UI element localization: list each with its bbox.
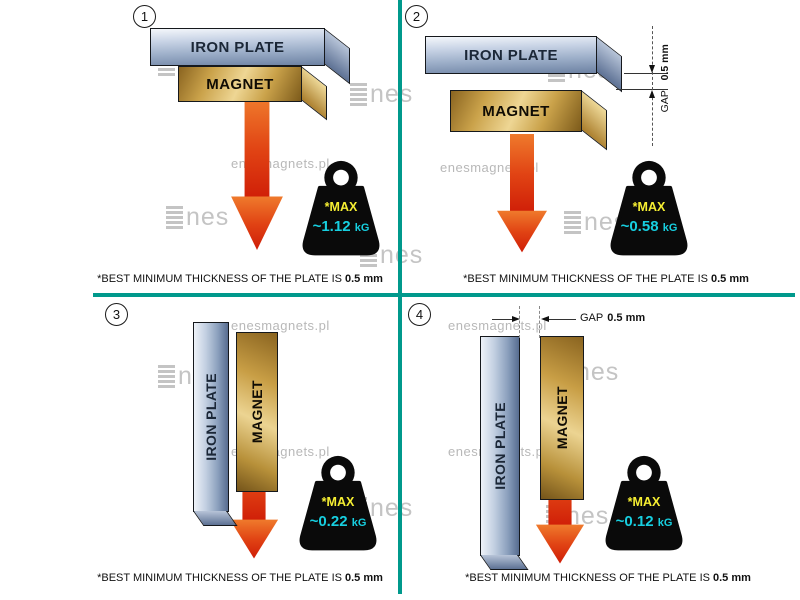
iron-plate-label: IRON PLATE	[492, 402, 508, 490]
panel-3: 3 enesmagnets.pl nes enesmagnets.pl nes …	[0, 298, 412, 600]
caption-text: *BEST MINIMUM THICKNESS OF THE PLATE IS	[97, 273, 342, 285]
enes-logo-watermark: nes	[166, 205, 229, 230]
enes-logo-lines	[564, 211, 581, 234]
enes-logo-lines	[158, 365, 175, 388]
max-pull-weight: *MAX ~0.12 kG	[603, 455, 685, 555]
gap-extension-line-left	[519, 306, 520, 338]
panel-1: 1 nes enesmagnets.pl nes nes nes IRON PL…	[0, 0, 422, 293]
weight-value: ~0.22 kG	[297, 513, 379, 530]
weight-number: ~0.58	[620, 218, 659, 235]
caption-bold-value: 0.5 mm	[344, 572, 383, 584]
caption-bold-value: 0.5 mm	[710, 273, 749, 285]
magnet: MAGNET	[178, 65, 327, 120]
weight-max-label: *MAX	[632, 200, 666, 214]
panel-number: 3	[105, 303, 128, 326]
gap-value: 0.5 mm	[659, 44, 671, 81]
magnet-label: MAGNET	[482, 102, 550, 120]
magnet-side-face	[581, 89, 607, 150]
weight-unit: kG	[351, 517, 367, 529]
max-pull-weight: *MAX ~0.22 kG	[297, 455, 379, 555]
gap-extension-line-bottom	[616, 89, 668, 90]
magnet-label: MAGNET	[554, 386, 570, 450]
force-arrow	[228, 98, 286, 252]
magnet-label: MAGNET	[249, 380, 265, 444]
weight-value: ~0.12 kG	[603, 513, 685, 530]
force-arrow-icon	[497, 134, 547, 253]
gap-dimension-line-left	[492, 319, 512, 320]
weight-kettlebell-icon	[299, 455, 377, 551]
iron-plate: IRON PLATE	[192, 322, 238, 526]
magnet-side-face	[301, 65, 327, 120]
weight-unit: kG	[354, 222, 370, 234]
iron-plate: IRON PLATE	[150, 27, 350, 84]
divider-horizontal	[93, 293, 795, 297]
gap-arrow-left-icon	[541, 316, 549, 322]
magnet: MAGNET	[540, 336, 584, 500]
gap-arrow-up-icon	[649, 90, 655, 98]
weight-number: ~0.22	[309, 513, 348, 530]
caption-text: *BEST MINIMUM THICKNESS OF THE PLATE IS	[463, 273, 708, 285]
panel-number: 1	[133, 5, 156, 28]
iron-plate-label: IRON PLATE	[203, 373, 219, 461]
caption-text: *BEST MINIMUM THICKNESS OF THE PLATE IS	[97, 572, 342, 584]
caption-bold-value: 0.5 mm	[712, 572, 751, 584]
iron-plate: IRON PLATE	[479, 336, 529, 570]
panel-number: 2	[405, 5, 428, 28]
gap-dimension-line-right	[549, 319, 576, 320]
weight-max-label: *MAX	[321, 495, 355, 509]
gap-dimension-line	[652, 26, 653, 146]
force-arrow-icon	[231, 98, 283, 250]
site-watermark: enesmagnets.pl	[448, 318, 547, 333]
gap-arrow-down-icon	[649, 65, 655, 73]
enes-logo-watermark: nes	[350, 82, 413, 107]
weight-unit: kG	[657, 517, 673, 529]
iron-plate-label: IRON PLATE	[190, 38, 285, 56]
gap-value: 0.5 mm	[607, 312, 646, 324]
weight-value: ~1.12 kG	[300, 218, 382, 235]
gap-arrow-right-icon	[512, 316, 520, 322]
iron-plate-bottom-face	[479, 555, 529, 570]
weight-unit: kG	[662, 222, 678, 234]
iron-plate: IRON PLATE	[425, 35, 622, 92]
enes-logo-text: nes	[370, 494, 414, 522]
weight-number: ~1.12	[312, 218, 351, 235]
panel-4: 4 enesmagnets.pl nes enesmagnets.pl nes …	[402, 298, 800, 600]
max-pull-weight: *MAX ~1.12 kG	[300, 160, 382, 260]
magnet: MAGNET	[450, 89, 607, 150]
caption-text: *BEST MINIMUM THICKNESS OF THE PLATE IS	[465, 572, 710, 584]
weight-max-label: *MAX	[627, 495, 661, 509]
gap-word: GAP	[580, 312, 604, 324]
weight-kettlebell-icon	[605, 455, 683, 551]
weight-kettlebell-icon	[610, 160, 688, 256]
enes-logo-text: nes	[370, 80, 414, 108]
enes-logo-text: nes	[566, 502, 610, 530]
magnet-label: MAGNET	[206, 75, 274, 93]
enes-logo-lines	[166, 206, 183, 229]
panel-number: 4	[408, 303, 431, 326]
divider-vertical	[398, 0, 402, 594]
force-arrow	[494, 134, 550, 254]
weight-number: ~0.12	[615, 513, 654, 530]
panel-2: 2 nes enesmagnets.pl nes IRON PLATE MAGN…	[402, 0, 800, 293]
magnet: MAGNET	[236, 332, 278, 492]
iron-plate-label: IRON PLATE	[464, 46, 558, 64]
caption-bold-value: 0.5 mm	[344, 273, 383, 285]
gap-word: GAP	[659, 90, 671, 113]
iron-plate-side-face	[324, 27, 350, 84]
weight-value: ~0.58 kG	[608, 218, 690, 235]
gap-extension-line-top	[624, 73, 668, 74]
enes-logo-text: nes	[186, 203, 230, 231]
weight-kettlebell-icon	[302, 160, 380, 256]
weight-max-label: *MAX	[324, 200, 358, 214]
gap-extension-line-right	[539, 306, 540, 338]
enes-logo-lines	[350, 83, 367, 106]
gap-label: GAP 0.5 mm	[659, 44, 671, 112]
max-pull-weight: *MAX ~0.58 kG	[608, 160, 690, 260]
site-watermark: enesmagnets.pl	[231, 318, 330, 333]
